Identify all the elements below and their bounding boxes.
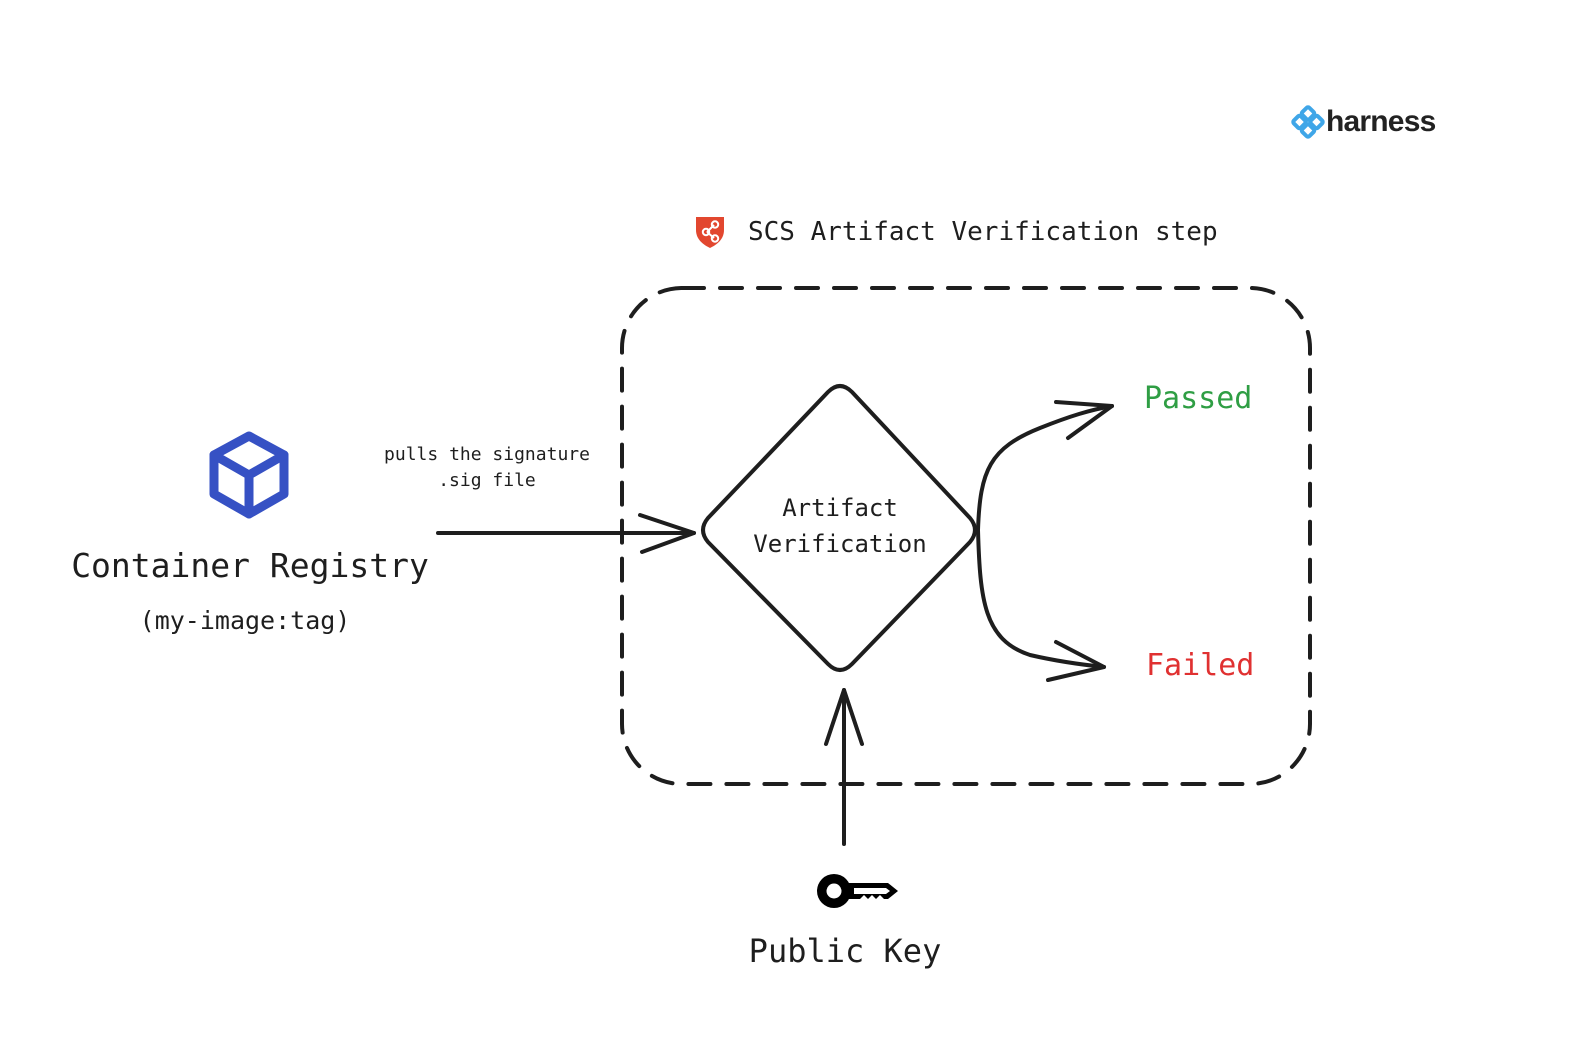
public-key-label: Public Key — [748, 932, 942, 970]
step-title: SCS Artifact Verification step — [694, 212, 1218, 252]
passed-label: Passed — [1144, 381, 1253, 416]
harness-logo-icon — [1291, 105, 1325, 139]
registry-name: Container Registry — [71, 546, 429, 585]
harness-logo: harness — [1290, 104, 1436, 140]
key-arrow — [824, 688, 864, 846]
pull-arrow — [436, 513, 696, 554]
pull-edge-label-line2: .sig file — [438, 470, 536, 491]
decision-label: Artifact Verification — [700, 490, 980, 562]
decision-label-line1: Artifact — [782, 494, 898, 522]
step-title-label: SCS Artifact Verification step — [748, 217, 1218, 247]
passed-arrow — [976, 400, 1114, 532]
pull-edge-label-line1: pulls the signature — [384, 444, 590, 465]
pull-edge-label: pulls the signature .sig file — [362, 442, 612, 494]
step-boundary — [620, 286, 1312, 786]
decision-label-line2: Verification — [753, 530, 927, 558]
key-icon — [817, 874, 898, 908]
decision-diamond — [701, 384, 977, 672]
cube-icon — [209, 431, 289, 519]
shield-share-icon — [696, 217, 724, 248]
failed-arrow — [976, 528, 1106, 682]
registry-tag: (my-image:tag) — [139, 606, 351, 635]
harness-logo-text: harness — [1326, 105, 1436, 138]
failed-label: Failed — [1146, 648, 1255, 683]
